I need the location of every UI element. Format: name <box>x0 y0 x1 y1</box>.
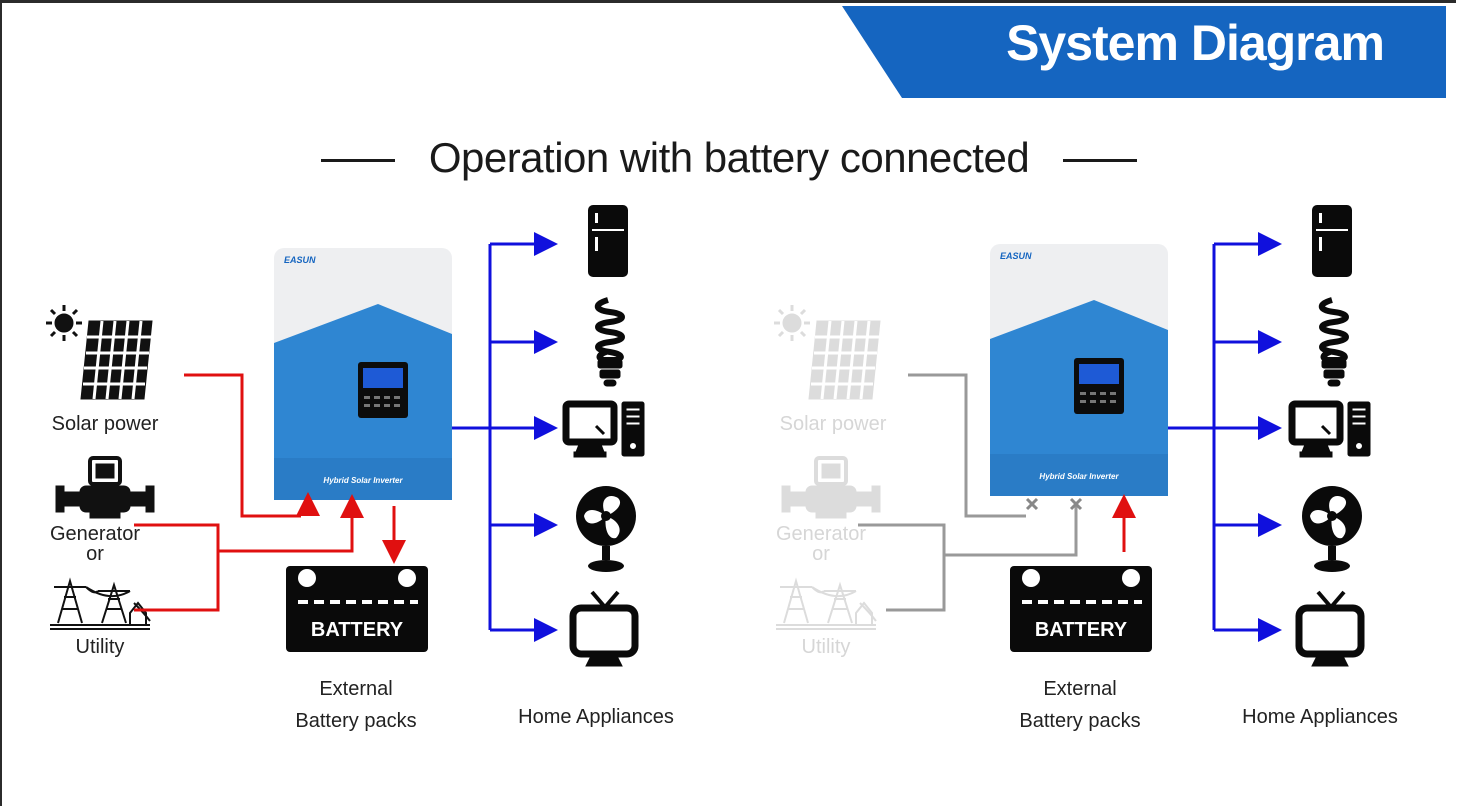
battery-label: BATTERY <box>311 619 404 641</box>
or-label: or <box>86 543 104 565</box>
generator-label: Generator <box>49 523 141 545</box>
grid-idle-line <box>858 506 1078 612</box>
battery-label: BATTERY <box>1035 619 1128 641</box>
left-panel: EASUN Hybrid Solar Inverter BATTERY <box>44 205 644 666</box>
fridge-icon <box>588 205 628 277</box>
appliances-caption: Home Appliances <box>1242 706 1398 728</box>
disconnect-x-icon <box>1025 497 1039 511</box>
solar-panel-icon-faded <box>772 303 882 401</box>
fan-icon <box>1302 486 1362 572</box>
solar-idle-line <box>908 373 1026 518</box>
battery-caption-line2: Battery packs <box>295 710 417 732</box>
appliances-caption: Home Appliances <box>518 706 674 728</box>
tv-icon <box>573 592 635 666</box>
load-bus-line <box>1168 244 1216 630</box>
battery: BATTERY <box>286 566 428 652</box>
inverter: EASUN Hybrid Solar Inverter <box>274 248 452 500</box>
fan-icon <box>576 486 636 572</box>
generator-icon <box>54 456 156 520</box>
inverter-brand: EASUN <box>1000 251 1032 261</box>
inverter-name: Hybrid Solar Inverter <box>323 476 403 485</box>
bulb-icon <box>598 300 622 386</box>
utility-tower-icon <box>49 580 151 630</box>
utility-label: Utility <box>75 636 125 658</box>
load-bus-line <box>452 244 492 630</box>
computer-icon <box>1292 402 1370 457</box>
bulb-icon <box>1322 300 1346 386</box>
solar-label: Solar power <box>51 413 159 435</box>
utility-label: Utility <box>801 636 851 658</box>
right-panel: EASUN Hybrid Solar Inverter BATTERY <box>772 205 1370 666</box>
inverter: EASUN Hybrid Solar Inverter <box>990 244 1168 496</box>
computer-icon <box>566 402 644 457</box>
generator-icon-faded <box>780 456 882 520</box>
subtitle: Operation with battery connected <box>0 134 1458 182</box>
inverter-name: Hybrid Solar Inverter <box>1039 472 1119 481</box>
solar-flow-line <box>184 373 301 518</box>
or-label: or <box>812 543 830 565</box>
battery: BATTERY <box>1010 566 1152 652</box>
battery-caption-line1: External <box>319 678 393 700</box>
generator-label: Generator <box>775 523 867 545</box>
banner-title: System Diagram <box>1006 15 1385 71</box>
battery-caption-line2: Battery packs <box>1019 710 1141 732</box>
inverter-brand: EASUN <box>284 255 316 265</box>
grid-flow-line <box>134 506 352 612</box>
fridge-icon <box>1312 205 1352 277</box>
banner <box>842 6 1446 98</box>
solar-label: Solar power <box>779 413 887 435</box>
solar-panel-icon <box>44 303 154 401</box>
battery-caption-line1: External <box>1043 678 1117 700</box>
tv-icon <box>1299 592 1361 666</box>
utility-tower-icon-faded <box>775 580 877 630</box>
